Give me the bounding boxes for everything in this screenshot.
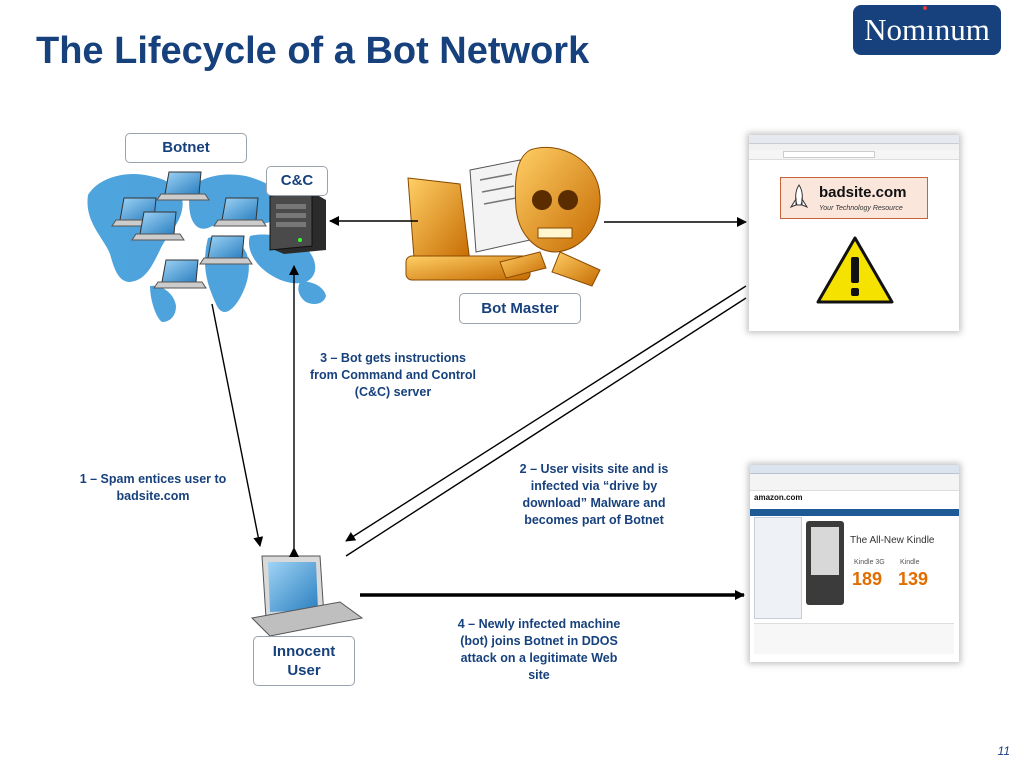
page-number: 11 — [997, 744, 1010, 758]
badsite-banner: badsite.com Your Technology Resource — [780, 177, 928, 219]
amazon-screenshot: amazon.com The All-New Kindle Kindle 3G … — [750, 465, 959, 662]
cc-label: C&C — [266, 166, 328, 196]
innocent-user-label: Innocent User — [253, 636, 355, 686]
step-2-note: 2 – User visits site and is infected via… — [519, 462, 669, 527]
badsite-tagline: Your Technology Resource — [819, 205, 903, 212]
browser-address-bar — [749, 150, 959, 160]
amazon-kindle-promo: The All-New Kindle Kindle 3G 189 Kindle … — [804, 517, 954, 617]
bot-master-label: Bot Master — [459, 293, 581, 324]
badsite-screenshot: badsite.com Your Technology Resource — [749, 135, 959, 331]
logo-dot — [923, 6, 927, 10]
user-laptop-icon — [250, 555, 364, 637]
browser-title-bar — [749, 135, 959, 144]
page-title: The Lifecycle of a Bot Network — [36, 30, 590, 72]
step-4-note: 4 – Newly infected machine (bot) joins B… — [457, 617, 621, 682]
amazon-nav-bar — [750, 509, 959, 516]
botnet-label: Botnet — [125, 133, 247, 163]
warning-icon — [816, 236, 894, 304]
line-user-to-badsite — [345, 297, 747, 557]
browser-title-bar — [750, 465, 959, 474]
rocket-icon — [789, 184, 809, 209]
kindle-price: 139 — [898, 569, 929, 589]
bot-master-icon — [405, 146, 601, 287]
kindle-headline: The All-New Kindle — [850, 535, 935, 546]
amazon-logo: amazon.com — [754, 493, 803, 502]
nominum-logo: Nomınum — [853, 5, 1001, 55]
server-icon — [269, 191, 326, 254]
kindle-device — [806, 521, 844, 605]
kindle-3g-label: Kindle 3G — [854, 559, 885, 566]
browser-toolbar — [750, 474, 959, 491]
badsite-name: badsite.com — [819, 184, 907, 201]
botnet-laptops — [111, 171, 267, 289]
amazon-recommendations — [754, 623, 954, 654]
step-3-note: 3 – Bot gets instructions from Command a… — [310, 351, 476, 399]
step-1-note: 1 – Spam entices user to badsite.com — [79, 472, 227, 503]
arrow-badsite-to-user — [345, 285, 747, 542]
arrow-spam-to-user — [211, 303, 264, 547]
amazon-category-list — [754, 517, 802, 619]
kindle-label: Kindle — [900, 559, 920, 566]
browser-menu-bar — [749, 144, 959, 150]
kindle-3g-price: 189 — [852, 569, 883, 589]
